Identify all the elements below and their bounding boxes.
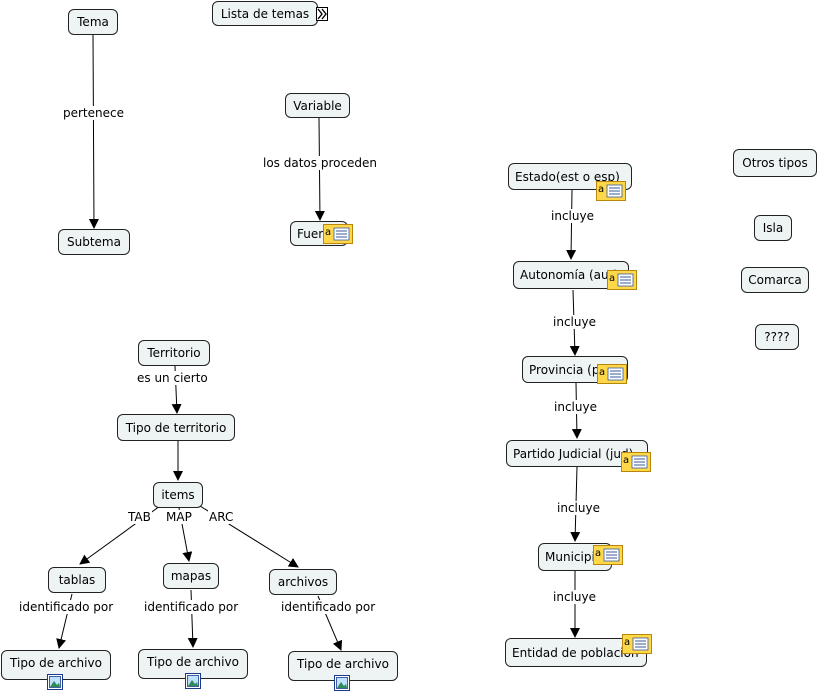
link-identificado-por: identificado por — [18, 600, 115, 614]
svg-text:a: a — [325, 227, 331, 238]
svg-text:a: a — [599, 367, 605, 378]
node-tipo-de-archivo[interactable]: Tipo de archivo — [288, 651, 398, 681]
svg-text:a: a — [624, 637, 630, 648]
edge-estado-autonomia — [566, 189, 577, 260]
node-interrogacion[interactable]: ???? — [755, 324, 799, 350]
note-icon[interactable]: a — [596, 181, 626, 201]
link-identificado-por: identificado por — [143, 600, 240, 614]
svg-text:a: a — [609, 273, 615, 284]
node-tipo-de-territorio[interactable]: Tipo de territorio — [117, 414, 235, 441]
image-icon[interactable] — [185, 673, 201, 689]
node-tipo-de-archivo[interactable]: Tipo de archivo — [1, 650, 111, 680]
edge-mapas-tipo — [187, 589, 198, 648]
node-archivos[interactable]: archivos — [269, 569, 337, 595]
link-identificado-por: identificado por — [280, 600, 377, 614]
svg-text:a: a — [598, 184, 604, 195]
link-tab: TAB — [127, 510, 152, 524]
svg-text:a: a — [595, 548, 601, 559]
note-icon[interactable]: a — [323, 224, 353, 244]
link-arc: ARC — [208, 510, 235, 524]
link-incluye: incluye — [550, 209, 595, 223]
edge-tema-subtema — [88, 33, 99, 229]
expand-icon[interactable] — [316, 7, 328, 21]
node-tablas[interactable]: tablas — [48, 567, 106, 593]
note-icon[interactable]: a — [597, 364, 627, 384]
node-tema[interactable]: Tema — [68, 9, 118, 35]
node-isla[interactable]: Isla — [754, 215, 792, 241]
note-icon[interactable]: a — [593, 545, 623, 565]
link-incluye: incluye — [553, 400, 598, 414]
link-incluye: incluye — [556, 501, 601, 515]
image-icon[interactable] — [47, 674, 63, 690]
link-incluye: incluye — [552, 315, 597, 329]
image-icon[interactable] — [334, 675, 350, 691]
link-es-un-cierto: es un cierto — [136, 371, 209, 385]
note-icon[interactable]: a — [622, 634, 652, 654]
link-incluye: incluye — [552, 590, 597, 604]
node-territorio[interactable]: Territorio — [138, 340, 210, 366]
node-subtema[interactable]: Subtema — [58, 229, 130, 255]
link-los-datos-proceden: los datos proceden — [262, 156, 379, 170]
svg-text:a: a — [623, 455, 629, 466]
link-map: MAP — [165, 510, 193, 524]
note-icon[interactable]: a — [621, 452, 651, 472]
node-otros-tipos[interactable]: Otros tipos — [733, 149, 817, 177]
link-pertenece: pertenece — [62, 106, 125, 120]
node-comarca[interactable]: Comarca — [741, 267, 809, 293]
node-estado[interactable]: Estado(est o esp) — [508, 163, 632, 190]
note-icon[interactable]: a — [607, 270, 637, 290]
node-items[interactable]: items — [153, 482, 203, 508]
node-lista-de-temas[interactable]: Lista de temas — [212, 1, 318, 26]
node-mapas[interactable]: mapas — [163, 563, 219, 589]
node-variable[interactable]: Variable — [285, 93, 350, 118]
